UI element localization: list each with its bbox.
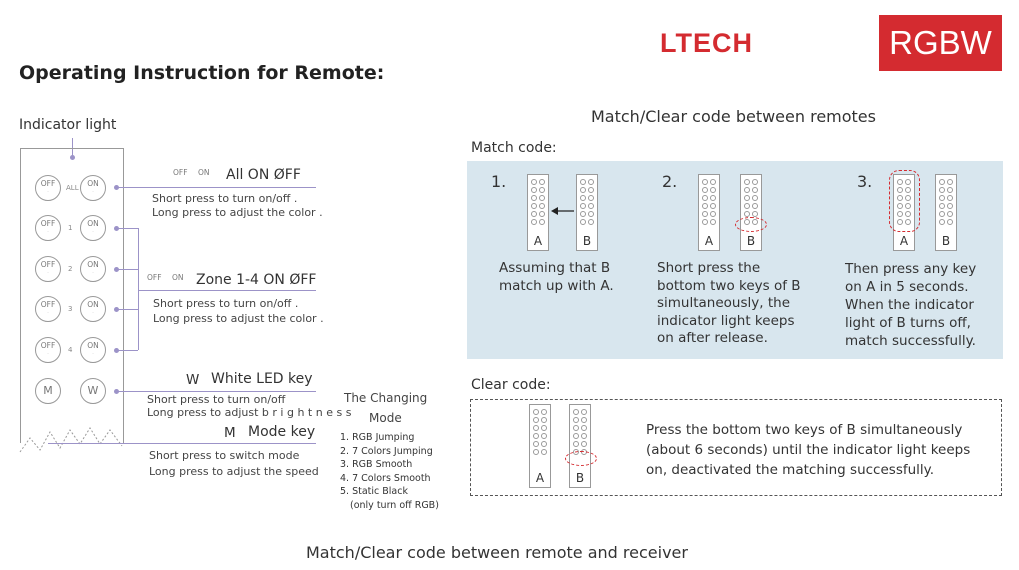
connector-dot bbox=[114, 267, 119, 272]
remote-a-mini: A bbox=[698, 174, 720, 251]
mode-item: 5. Static Black bbox=[340, 486, 408, 497]
all-on-button[interactable]: ON· bbox=[80, 175, 106, 201]
remote-cut-edge bbox=[19, 427, 123, 453]
ltech-logo: LTECH bbox=[660, 28, 753, 58]
remote-a-mini: A bbox=[529, 404, 551, 488]
remote-a-letter: A bbox=[899, 234, 909, 248]
mode-desc-1: Short press to switch mode bbox=[149, 449, 300, 462]
footer-heading: Match/Clear code between remote and rece… bbox=[306, 543, 688, 562]
indicator-light-dot bbox=[70, 155, 75, 160]
zone-desc-2: Long press to adjust the color . bbox=[153, 312, 324, 325]
connector-dot bbox=[114, 389, 119, 394]
all-desc-1: Short press to turn on/off . bbox=[152, 192, 298, 205]
step-number: 1. bbox=[491, 172, 507, 191]
connector-line bbox=[117, 269, 138, 270]
remote-a-letter: A bbox=[535, 471, 545, 485]
highlight-bottom-keys bbox=[735, 217, 767, 232]
arrow-left-icon bbox=[551, 207, 574, 215]
mode-item: 3. RGB Smooth bbox=[340, 459, 413, 470]
mode-item: 2. 7 Colors Jumping bbox=[340, 446, 433, 457]
row-number: 2 bbox=[68, 265, 73, 273]
mode-key-letter: M bbox=[224, 425, 236, 441]
row-number: 4 bbox=[68, 346, 73, 354]
match-code-label: Match code: bbox=[471, 140, 557, 156]
remote-b-letter: B bbox=[746, 234, 756, 248]
connector-line bbox=[138, 290, 316, 291]
white-key-letter: W bbox=[186, 372, 200, 388]
mode-desc-2: Long press to adjust the speed bbox=[149, 465, 319, 478]
zone2-on-button[interactable]: ON· bbox=[80, 256, 106, 282]
clear-code-label: Clear code: bbox=[471, 377, 551, 393]
connector-bracket bbox=[138, 228, 139, 350]
on-mini-label: ON bbox=[172, 273, 184, 282]
clear-text: Press the bottom two keys of B simultane… bbox=[646, 422, 971, 478]
highlight-any-key bbox=[889, 170, 920, 232]
remote-diagram bbox=[20, 148, 124, 443]
connector-line bbox=[117, 391, 316, 392]
connector-line bbox=[48, 443, 316, 444]
zone3-on-button[interactable]: ON· bbox=[80, 296, 106, 322]
white-desc-2: Long press to adjust b r i g h t n e s s bbox=[147, 406, 352, 419]
all-desc-2: Long press to adjust the color . bbox=[152, 206, 323, 219]
zone1-on-button[interactable]: ON· bbox=[80, 215, 106, 241]
zone-onoff-label: Zone 1-4 ON ØFF bbox=[196, 272, 317, 288]
connector-line bbox=[117, 228, 138, 229]
row-number: 1 bbox=[68, 224, 73, 232]
zone4-off-button[interactable]: OFF· bbox=[35, 337, 61, 363]
zone-desc-1: Short press to turn on/off . bbox=[153, 297, 299, 310]
changing-mode-title-1: The Changing bbox=[344, 391, 428, 405]
connector-line bbox=[117, 187, 316, 188]
remote-b-letter: B bbox=[582, 234, 592, 248]
remote-a-letter: A bbox=[704, 234, 714, 248]
connector-dot bbox=[114, 185, 119, 190]
white-led-key-label: White LED key bbox=[211, 371, 313, 387]
remote-b-mini: B bbox=[740, 174, 762, 251]
remote-b-mini: B bbox=[576, 174, 598, 251]
remote-b-letter: B bbox=[941, 234, 951, 248]
row-number: 3 bbox=[68, 305, 73, 313]
remote-b-letter: B bbox=[575, 471, 585, 485]
row-number: ALL bbox=[66, 184, 79, 192]
white-button[interactable]: W bbox=[80, 378, 106, 404]
connector-dot bbox=[114, 226, 119, 231]
zone2-off-button[interactable]: OFF· bbox=[35, 256, 61, 282]
step-number: 2. bbox=[662, 172, 678, 191]
remote-b-mini: B bbox=[569, 404, 591, 488]
zone1-off-button[interactable]: OFF· bbox=[35, 215, 61, 241]
off-mini-label: OFF bbox=[173, 168, 188, 177]
changing-mode-title-2: Mode bbox=[369, 411, 402, 425]
indicator-light-label: Indicator light bbox=[19, 117, 117, 133]
remote-a-letter: A bbox=[533, 234, 543, 248]
step-number: 3. bbox=[857, 172, 873, 191]
on-mini-label: ON bbox=[198, 168, 210, 177]
remote-a-mini: A bbox=[527, 174, 549, 251]
mode-item: 1. RGB Jumping bbox=[340, 432, 415, 443]
rgbw-badge: RGBW bbox=[879, 15, 1002, 71]
mode-key-label: Mode key bbox=[248, 424, 316, 440]
match-clear-heading: Match/Clear code between remotes bbox=[591, 107, 876, 126]
highlight-bottom-keys bbox=[565, 451, 597, 466]
remote-b-mini: B bbox=[935, 174, 957, 251]
zone4-on-button[interactable]: ON· bbox=[80, 337, 106, 363]
clear-code-box bbox=[470, 399, 1002, 496]
mode-item: (only turn off RGB) bbox=[350, 500, 439, 511]
mode-button[interactable]: M bbox=[35, 378, 61, 404]
off-mini-label: OFF bbox=[147, 273, 162, 282]
white-desc-1: Short press to turn on/off bbox=[147, 393, 286, 406]
connector-line bbox=[117, 309, 138, 310]
all-onoff-label: All ON ØFF bbox=[226, 167, 301, 183]
connector-line bbox=[117, 350, 138, 351]
connector-dot bbox=[114, 307, 119, 312]
all-off-button[interactable]: OFF· bbox=[35, 175, 61, 201]
zone3-off-button[interactable]: OFF· bbox=[35, 296, 61, 322]
mode-item: 4. 7 Colors Smooth bbox=[340, 473, 431, 484]
connector-dot bbox=[114, 348, 119, 353]
page-title: Operating Instruction for Remote: bbox=[19, 62, 385, 84]
